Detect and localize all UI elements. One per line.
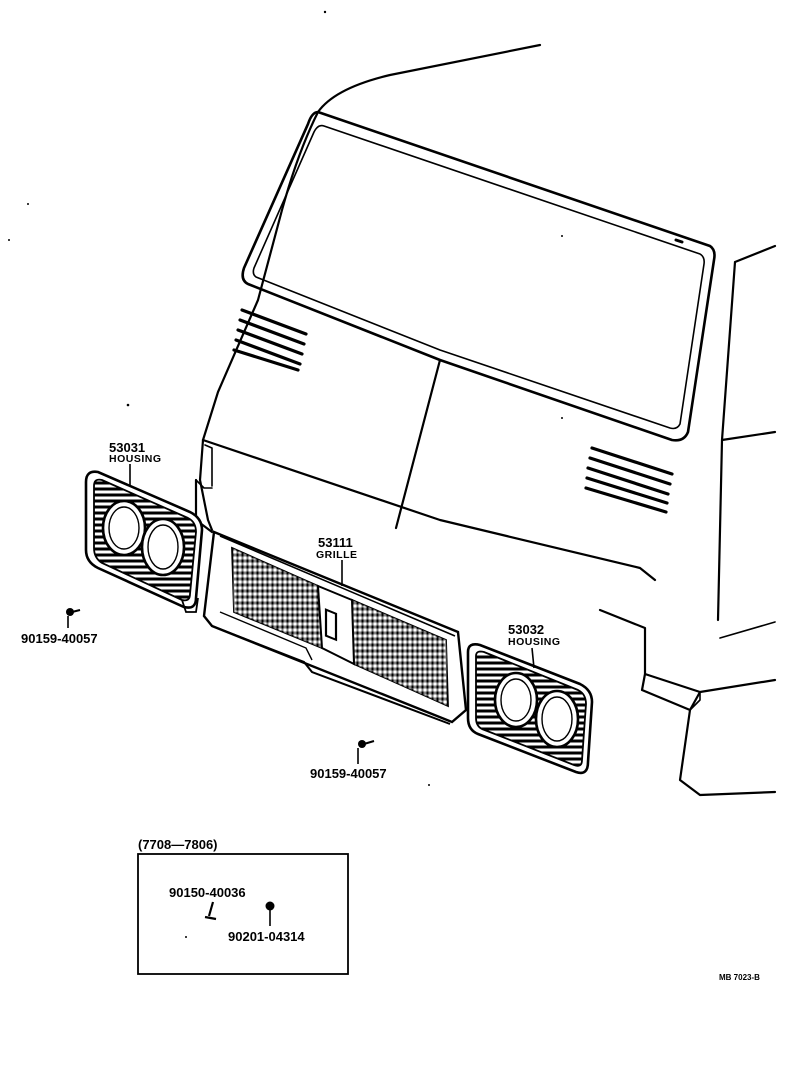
windshield-inner bbox=[252, 124, 705, 430]
housing-right-number: 53032 bbox=[508, 622, 544, 637]
van-right-side bbox=[716, 244, 777, 622]
figure-reference: MB 7023-B bbox=[719, 973, 760, 982]
inset-washer-code: 90201-04314 bbox=[228, 929, 305, 944]
inset-screw-icon bbox=[204, 901, 217, 921]
inset-washer-icon bbox=[265, 901, 275, 926]
cab-front-panel bbox=[201, 438, 657, 582]
housing-left bbox=[84, 470, 204, 613]
inset-range: (7708—7806) bbox=[138, 837, 218, 852]
vent-right bbox=[584, 446, 674, 514]
screw-center-code: 90159-40057 bbox=[310, 766, 387, 781]
leader-lines bbox=[67, 464, 535, 764]
screw-left-icon bbox=[66, 608, 81, 616]
inset-frame bbox=[137, 853, 349, 975]
housing-left-name: HOUSING bbox=[109, 453, 162, 465]
housing-right-name: HOUSING bbox=[508, 636, 561, 648]
grille-name: GRILLE bbox=[316, 549, 358, 561]
windshield-outer bbox=[241, 110, 716, 442]
housing-left-number: 53031 bbox=[109, 440, 145, 455]
vent-left bbox=[232, 308, 308, 372]
screw-left-code: 90159-40057 bbox=[21, 631, 98, 646]
van-left-edge bbox=[198, 438, 214, 532]
housing-right bbox=[466, 643, 594, 775]
scan-specks bbox=[8, 10, 563, 786]
grille-number: 53111 bbox=[318, 535, 353, 550]
grille bbox=[202, 530, 468, 725]
front-center-seam bbox=[394, 358, 442, 530]
inset-box: (7708—7806) 90150-40036 90201-04314 bbox=[137, 837, 349, 975]
inset-screw-code: 90150-40036 bbox=[169, 885, 246, 900]
screw-center-icon bbox=[358, 740, 375, 748]
van-roof-line bbox=[201, 43, 542, 442]
